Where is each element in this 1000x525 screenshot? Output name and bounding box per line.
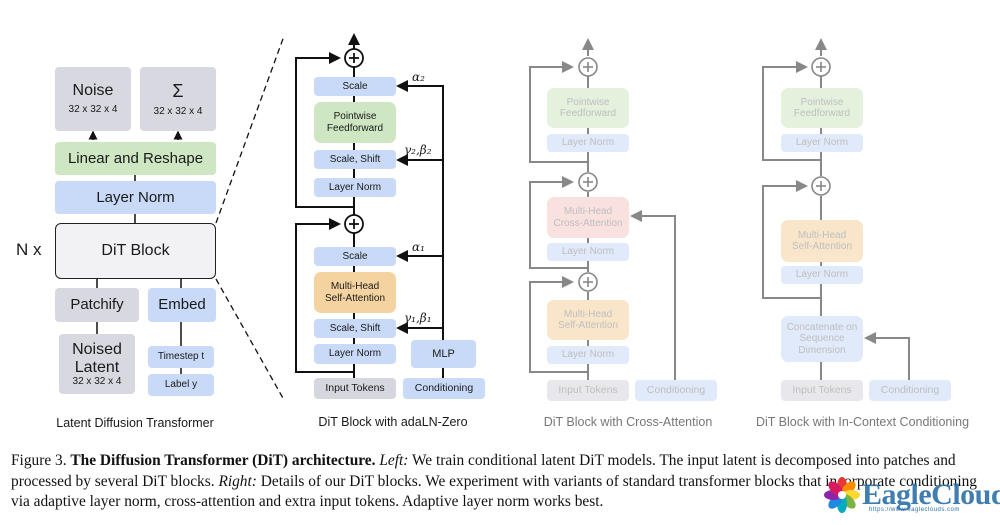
- linear-reshape-box: Linear and Reshape: [55, 142, 216, 175]
- watermark-text: EagleClouds: [862, 478, 1000, 511]
- dit-block-box: DiT Block: [55, 223, 216, 279]
- adaln-mhsa-box: Multi-Head Self-Attention: [314, 272, 396, 313]
- adaln-mlp-box: MLP: [411, 340, 476, 368]
- incontext-concat-box: Concatenate on Sequence Dimension: [781, 316, 863, 362]
- noised-latent-box: Noised Latent 32 x 32 x 4: [59, 334, 135, 394]
- noise-output-box: Noise 32 x 32 x 4: [55, 67, 131, 131]
- flower-logo-icon: [824, 477, 860, 513]
- cross-conditioning-box: Conditioning: [635, 380, 717, 401]
- adaln-ffn-box: Pointwise Feedforward: [314, 102, 396, 143]
- adaln-panel-title: DiT Block with adaLN-Zero: [318, 415, 468, 429]
- incontext-layer-norm2-box: Layer Norm: [781, 134, 863, 152]
- watermark: EagleClouds https://www.eagleclouds.com: [822, 475, 1000, 515]
- gamma-beta1-label: γ₁,β₁: [404, 311, 432, 325]
- caption-title: The Diffusion Transformer (DiT) architec…: [70, 452, 376, 469]
- embed-box: Embed: [148, 288, 216, 322]
- repeat-label: N x: [16, 240, 42, 259]
- cross-mhca-box: Multi-Head Cross-Attention: [547, 197, 629, 238]
- label-box: Label y: [148, 374, 214, 396]
- alpha2-label: α₂: [412, 70, 425, 84]
- adaln-conditioning-box: Conditioning: [403, 378, 485, 399]
- alpha1-label: α₁: [412, 240, 425, 254]
- adaln-scale1-box: Scale: [314, 247, 396, 266]
- incontext-panel-title: DiT Block with In-Context Conditioning: [755, 415, 970, 429]
- caption-right-text: Details of our DiT blocks. We experiment…: [11, 472, 978, 511]
- adaln-input-tokens-box: Input Tokens: [314, 378, 396, 399]
- noised-latent-line1: Noised: [72, 340, 122, 358]
- cross-ffn-box: Pointwise Feedforward: [547, 88, 629, 128]
- left-panel-title: Latent Diffusion Transformer: [56, 416, 214, 430]
- cross-layer-norm2-box: Layer Norm: [547, 243, 629, 261]
- adaln-scale2-box: Scale: [314, 77, 396, 96]
- incontext-layer-norm1-box: Layer Norm: [781, 266, 863, 284]
- layer-norm-box: Layer Norm: [55, 181, 216, 214]
- incontext-conditioning-box: Conditioning: [869, 380, 951, 401]
- figure-caption: Figure 3. The Diffusion Transformer (DiT…: [11, 451, 996, 513]
- watermark-url: https://www.eagleclouds.com: [869, 507, 960, 513]
- caption-left-label: Left:: [379, 452, 409, 469]
- caption-left-text: We train conditional latent DiT models. …: [11, 452, 956, 490]
- cross-panel-title: DiT Block with Cross-Attention: [543, 415, 713, 429]
- cross-input-tokens-box: Input Tokens: [547, 380, 629, 401]
- adaln-scale-shift2-box: Scale, Shift: [314, 150, 396, 169]
- adaln-scale-shift1-box: Scale, Shift: [314, 319, 396, 338]
- sigma-output-box: Σ 32 x 32 x 4: [140, 67, 216, 131]
- cross-mhsa-box: Multi-Head Self-Attention: [547, 300, 629, 340]
- incontext-mhsa-box: Multi-Head Self-Attention: [781, 220, 863, 262]
- patchify-box: Patchify: [55, 288, 139, 322]
- noised-latent-line2: Latent: [74, 358, 120, 376]
- gamma-beta2-label: γ₂,β₂: [404, 143, 432, 157]
- caption-prefix: Figure 3.: [11, 452, 71, 469]
- caption-right-label: Right:: [218, 472, 257, 490]
- incontext-ffn-box: Pointwise Feedforward: [781, 88, 863, 128]
- noised-latent-shape: 32 x 32 x 4: [72, 376, 122, 388]
- sigma-shape: 32 x 32 x 4: [153, 105, 203, 117]
- sigma-label: Σ: [172, 80, 184, 101]
- noise-label: Noise: [72, 82, 114, 100]
- timestep-box: Timestep t: [148, 346, 214, 368]
- cross-layer-norm1-box: Layer Norm: [547, 346, 629, 364]
- incontext-input-tokens-box: Input Tokens: [781, 380, 863, 401]
- cross-layer-norm3-box: Layer Norm: [547, 134, 629, 152]
- adaln-layer-norm2-box: Layer Norm: [314, 178, 396, 197]
- noise-shape: 32 x 32 x 4: [68, 104, 118, 116]
- adaln-layer-norm1-box: Layer Norm: [314, 344, 396, 364]
